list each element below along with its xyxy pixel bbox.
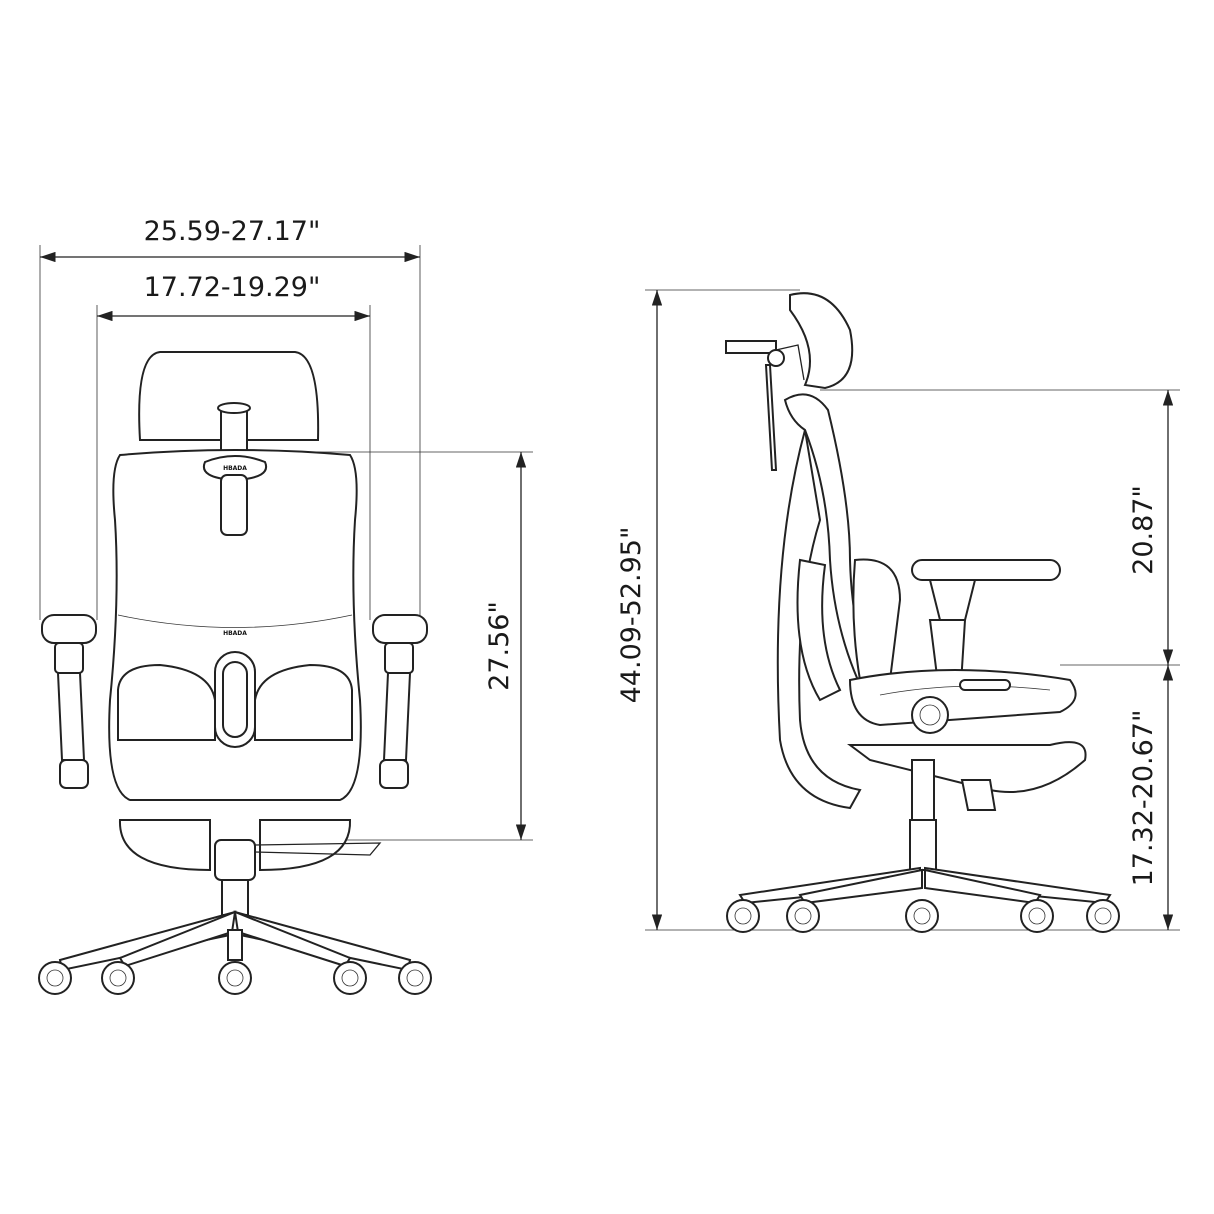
seat-width-dimension: 17.72-19.29" <box>96 272 371 620</box>
overall-height-label: 44.09-52.95" <box>616 527 647 704</box>
back-height-label: 27.56" <box>484 601 515 691</box>
brand-logo-headrest: HBADA <box>223 465 247 472</box>
chair-front-view: HBADA HBADA <box>38 351 432 995</box>
seat-height-label: 17.32-20.67" <box>1128 710 1159 887</box>
backrest-height-label: 20.87" <box>1128 485 1159 575</box>
backrest-height-dimension: 20.87" <box>820 389 1180 666</box>
seat-height-dimension: 17.32-20.67" <box>1128 665 1174 930</box>
chair-side-view <box>725 292 1120 933</box>
seat-width-label: 17.72-19.29" <box>144 272 321 303</box>
brand-logo-back: HBADA <box>223 630 247 637</box>
overall-width-dimension: 25.59-27.17" <box>39 216 421 620</box>
caster-wheels-front <box>38 961 432 995</box>
overall-height-dimension: 44.09-52.95" <box>616 289 1180 931</box>
caster-wheels-side <box>726 899 1120 933</box>
back-height-dimension: 27.56" <box>260 451 533 841</box>
overall-width-label: 25.59-27.17" <box>144 216 321 247</box>
